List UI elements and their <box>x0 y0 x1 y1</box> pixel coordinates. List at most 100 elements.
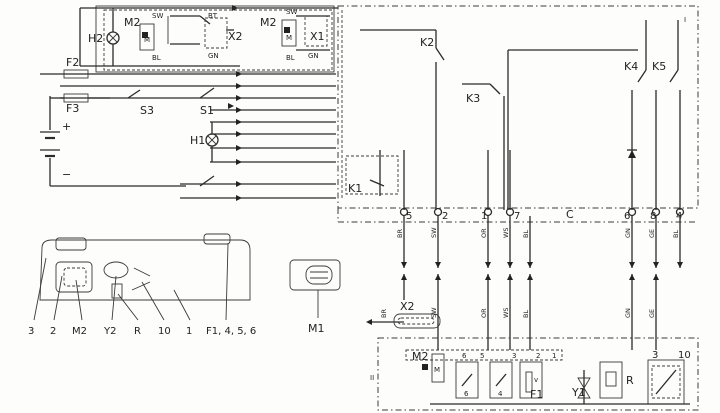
label-h1: H1 <box>190 134 205 147</box>
k4-relay-icon <box>637 69 647 83</box>
label-k4: K4 <box>624 60 638 73</box>
control-unit-i <box>337 5 699 223</box>
c-terminal-1: 1 <box>481 211 487 222</box>
c-terminal-8: 8 <box>650 211 656 222</box>
c-terminal-5: 5 <box>406 211 412 222</box>
switch-labels: SW BT BL GN M SW BL GN M M <box>144 8 440 374</box>
c-terminal-2: 2 <box>442 211 448 222</box>
m2-housing-outline <box>55 261 93 293</box>
module-terminal-6: 6 <box>462 352 467 360</box>
label-bl: BL <box>152 54 161 62</box>
label-f1: F1 <box>530 388 543 401</box>
label-k1: K1 <box>348 182 362 195</box>
s1-switch-icon <box>199 87 215 99</box>
x2-lower-connector <box>393 313 441 329</box>
c-terminal-6: 6 <box>624 211 630 222</box>
label-sw-2: SW <box>286 8 297 16</box>
x2-connector-box <box>204 17 228 49</box>
legend-2: 2 <box>50 326 56 337</box>
k5-relay-icon <box>669 69 679 83</box>
wire-color-sw: SW <box>430 227 438 238</box>
bottom-wire-bl: BL <box>522 310 530 318</box>
wire-color-bl-2: BL <box>672 230 680 238</box>
module-terminal-1: 1 <box>552 352 556 360</box>
label-m-symbol-3: M <box>434 366 440 374</box>
label-y1: Y1 <box>571 386 586 399</box>
wire-color-br: BR <box>396 229 404 238</box>
module-box-10-label: 10 <box>678 350 691 361</box>
m2-motor-symbol <box>139 23 155 51</box>
legend-1: 1 <box>186 326 192 337</box>
bottom-wire-sw: SW <box>430 307 438 318</box>
bottom-wire-ge: GE <box>648 309 656 318</box>
module-terminal-3: 3 <box>512 352 516 360</box>
c-terminal-row <box>399 207 685 217</box>
assembly-drawing <box>33 233 251 321</box>
legend-r: R <box>134 326 141 337</box>
wire-color-gn: GN <box>624 228 632 238</box>
assembly-legend: 3 2 M2 Y2 R 10 1 F1, 4, 5, 6 <box>28 326 256 337</box>
label-c: C <box>566 208 574 221</box>
top-left-assembly <box>79 5 338 73</box>
label-x2-lower: X2 <box>400 300 415 313</box>
module-box-4-label: 4 <box>498 390 503 398</box>
wire-color-or: OR <box>480 228 488 238</box>
label-f3: F3 <box>66 102 79 115</box>
y1-valve-icon <box>577 377 591 389</box>
bottom-switch-icon <box>199 175 215 187</box>
label-sw: SW <box>152 12 163 20</box>
label-k3: K3 <box>466 92 480 105</box>
label-bt: BT <box>208 12 218 20</box>
r-outline <box>111 283 123 299</box>
component-labels: H2 M2 X2 M2 X1 K2 K3 K4 K5 K1 F2 F3 S3 S… <box>62 16 686 401</box>
c-terminal-4: 4 <box>676 211 682 222</box>
module-box-6 <box>455 361 479 399</box>
label-minus: − <box>62 168 71 181</box>
wire-color-ws: WS <box>502 227 510 238</box>
label-unit-i: I <box>684 16 686 24</box>
wire-color-ge: GE <box>648 229 656 238</box>
label-bl-2: BL <box>286 54 295 62</box>
bottom-wire-ws: WS <box>502 307 510 318</box>
label-m-symbol: M <box>144 36 150 44</box>
m1-assembly <box>289 259 341 318</box>
module-box-6-label: 6 <box>464 390 469 398</box>
module-terminal-5: 5 <box>480 352 484 360</box>
diode-icon <box>628 150 636 158</box>
module-box-3-label: 3 <box>652 350 658 361</box>
label-m1: M1 <box>308 322 325 335</box>
bottom-wire-br: BR <box>380 309 388 318</box>
module-m2-motor-symbol <box>431 353 445 383</box>
c-terminal-numbers: 5 2 1 7 6 8 4 <box>406 211 682 222</box>
power-supply-section <box>40 69 234 187</box>
module-box-4 <box>489 361 513 399</box>
bottom-wire-gn: GN <box>624 308 632 318</box>
module-box-v-label: v <box>534 376 538 384</box>
label-k5: K5 <box>652 60 666 73</box>
y2-outline <box>103 261 129 279</box>
m2-secondary-motor-symbol <box>281 19 297 47</box>
k2-relay-icon <box>435 47 445 61</box>
bottom-wire-or: OR <box>480 308 488 318</box>
legend-y2: Y2 <box>103 326 116 337</box>
label-m2: M2 <box>124 16 141 29</box>
label-x2: X2 <box>228 30 243 43</box>
label-r-module: R <box>626 374 634 387</box>
legend-f1-4-5-6: F1, 4, 5, 6 <box>206 326 256 337</box>
label-m-symbol-2: M <box>286 34 292 42</box>
c-terminal-7: 7 <box>514 211 520 222</box>
label-m2-secondary: M2 <box>260 16 277 29</box>
label-s1: S1 <box>200 104 214 117</box>
label-gn: GN <box>208 52 219 60</box>
legend-m2: M2 <box>72 326 87 337</box>
legend-10: 10 <box>158 326 171 337</box>
label-gn-2: GN <box>308 52 319 60</box>
module-box-f1 <box>519 361 543 399</box>
c-wire-colors: BR SW OR WS BL GN GE BL <box>396 227 680 238</box>
label-x1: X1 <box>310 30 325 43</box>
label-h2: H2 <box>88 32 103 45</box>
f2-fuse-icon <box>63 69 89 79</box>
s3-switch-icon <box>127 89 141 99</box>
